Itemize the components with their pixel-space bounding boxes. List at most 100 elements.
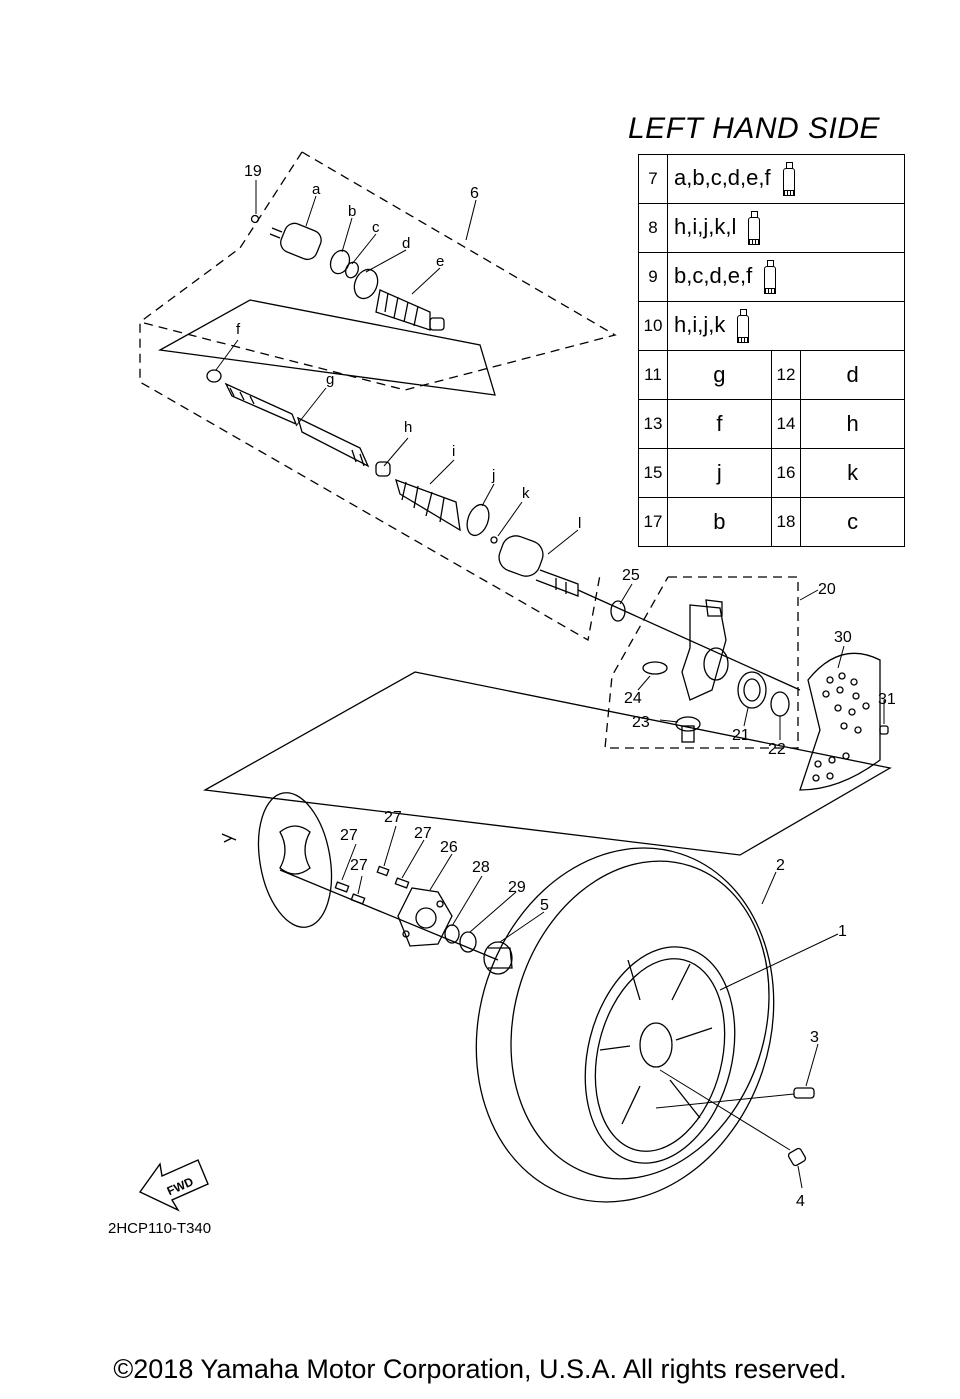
legend-row: 9 b,c,d,e,f — [638, 252, 905, 302]
letter-k: k — [522, 485, 530, 502]
outer-cv-joint — [269, 222, 322, 261]
legend-row: 11 g 12 d — [638, 350, 905, 400]
letter-e: e — [436, 253, 444, 270]
letter-h: h — [404, 419, 412, 436]
callout-28: 28 — [472, 859, 490, 876]
leader-lines — [215, 180, 885, 1189]
wheel-rim — [584, 946, 736, 1164]
circlip-c — [345, 261, 359, 279]
letter-f: f — [236, 321, 241, 338]
letter-a: a — [312, 181, 321, 198]
legend-row: 8 h,i,j,k,l — [638, 203, 905, 253]
grease-tube-icon — [764, 260, 777, 294]
circlip-22 — [770, 691, 790, 717]
callout-22: 22 — [768, 741, 786, 758]
legend-part-number: 9 — [638, 252, 668, 302]
valve-cap — [787, 1147, 807, 1167]
legend-codes-text: a,b,c,d,e,f — [674, 164, 771, 190]
shaft-boundary — [157, 299, 496, 396]
section-heading: LEFT HAND SIDE — [628, 112, 881, 145]
callout-23: 23 — [632, 714, 650, 731]
legend-part-number: 12 — [770, 350, 802, 400]
valve-stem — [793, 1087, 815, 1099]
legend-codes-text: h,i,j,k — [674, 311, 726, 337]
legend-part-code: j — [667, 448, 772, 498]
callout-3: 3 — [810, 1029, 819, 1046]
callout-19: 19 — [244, 163, 262, 180]
legend-codes-text: h,i,j,k,l — [674, 213, 737, 239]
bolt-31 — [879, 725, 889, 735]
circlip-19 — [250, 214, 260, 224]
copyright-notice: ©2018 Yamaha Motor Corporation, U.S.A. A… — [113, 1354, 847, 1384]
legend-part-number: 11 — [638, 350, 668, 400]
wheel-hub — [397, 887, 453, 947]
callout-24: 24 — [624, 690, 642, 707]
legend-part-code: c — [800, 497, 905, 547]
legend-kit-codes: h,i,j,k — [667, 301, 905, 351]
diagram-id: 2HCP110-T340 — [108, 1220, 212, 1237]
grease-tube-icon — [748, 211, 761, 245]
steering-knuckle — [681, 599, 729, 701]
callout-4: 4 — [796, 1193, 805, 1210]
kit-contents-legend: 7 a,b,c,d,e,f 8 h,i,j,k,l 9 b,c,d,e,f 10… — [638, 154, 905, 547]
legend-row: 17 b 18 c — [638, 497, 905, 547]
band-d — [353, 268, 379, 300]
legend-part-code: d — [800, 350, 905, 400]
legend-codes-text: b,c,d,e,f — [674, 262, 753, 288]
oil-seal — [610, 600, 626, 622]
callout-1: 1 — [838, 923, 847, 940]
callout-25: 25 — [622, 567, 640, 584]
hub-cap — [483, 941, 513, 975]
letter-d: d — [402, 235, 410, 252]
drive-shaft — [224, 382, 370, 468]
grease-tube-icon — [782, 162, 795, 196]
callout-27: 27 — [384, 809, 402, 826]
letter-l: l — [578, 515, 581, 532]
knuckle-assembly-boundary — [604, 576, 799, 749]
callout-5: 5 — [540, 897, 549, 914]
callout-26: 26 — [440, 839, 458, 856]
legend-part-number: 17 — [638, 497, 668, 547]
inner-boot — [395, 478, 461, 532]
grease-tube-icon — [737, 309, 750, 343]
callout-2: 2 — [776, 857, 785, 874]
legend-kit-codes: a,b,c,d,e,f — [667, 154, 905, 204]
legend-row: 15 j 16 k — [638, 448, 905, 498]
circlip-24 — [642, 661, 668, 675]
callout-21: 21 — [732, 727, 750, 744]
callout-27: 27 — [350, 857, 368, 874]
circlip-k — [490, 536, 498, 544]
callout-31: 31 — [878, 691, 896, 708]
letter-g: g — [326, 371, 334, 388]
callout-6: 6 — [470, 185, 479, 202]
legend-part-number: 7 — [638, 154, 668, 204]
letter-b: b — [348, 203, 356, 220]
brake-disc — [257, 792, 333, 928]
legend-part-code: b — [667, 497, 772, 547]
callout-29: 29 — [508, 879, 526, 896]
hub-bolts — [334, 865, 410, 905]
callout-27: 27 — [414, 825, 432, 842]
legend-row: 10 h,i,j,k — [638, 301, 905, 351]
band-j — [466, 503, 490, 537]
fwd-arrow-icon — [138, 1159, 209, 1212]
legend-kit-codes: b,c,d,e,f — [667, 252, 905, 302]
disc-bolt — [221, 833, 237, 843]
band-h — [375, 461, 391, 477]
legend-part-code: h — [800, 399, 905, 449]
axle-assembly-boundary — [139, 151, 617, 642]
legend-part-number: 15 — [638, 448, 668, 498]
legend-part-code: g — [667, 350, 772, 400]
ball-joint — [675, 716, 701, 743]
legend-row: 7 a,b,c,d,e,f — [638, 154, 905, 204]
legend-part-number: 16 — [770, 448, 802, 498]
legend-part-number: 18 — [770, 497, 802, 547]
callout-30: 30 — [834, 629, 852, 646]
legend-part-number: 10 — [638, 301, 668, 351]
callout-20: 20 — [818, 581, 836, 598]
callout-27: 27 — [340, 827, 358, 844]
legend-part-number: 8 — [638, 203, 668, 253]
hub-boundary — [202, 671, 892, 856]
legend-part-number: 13 — [638, 399, 668, 449]
